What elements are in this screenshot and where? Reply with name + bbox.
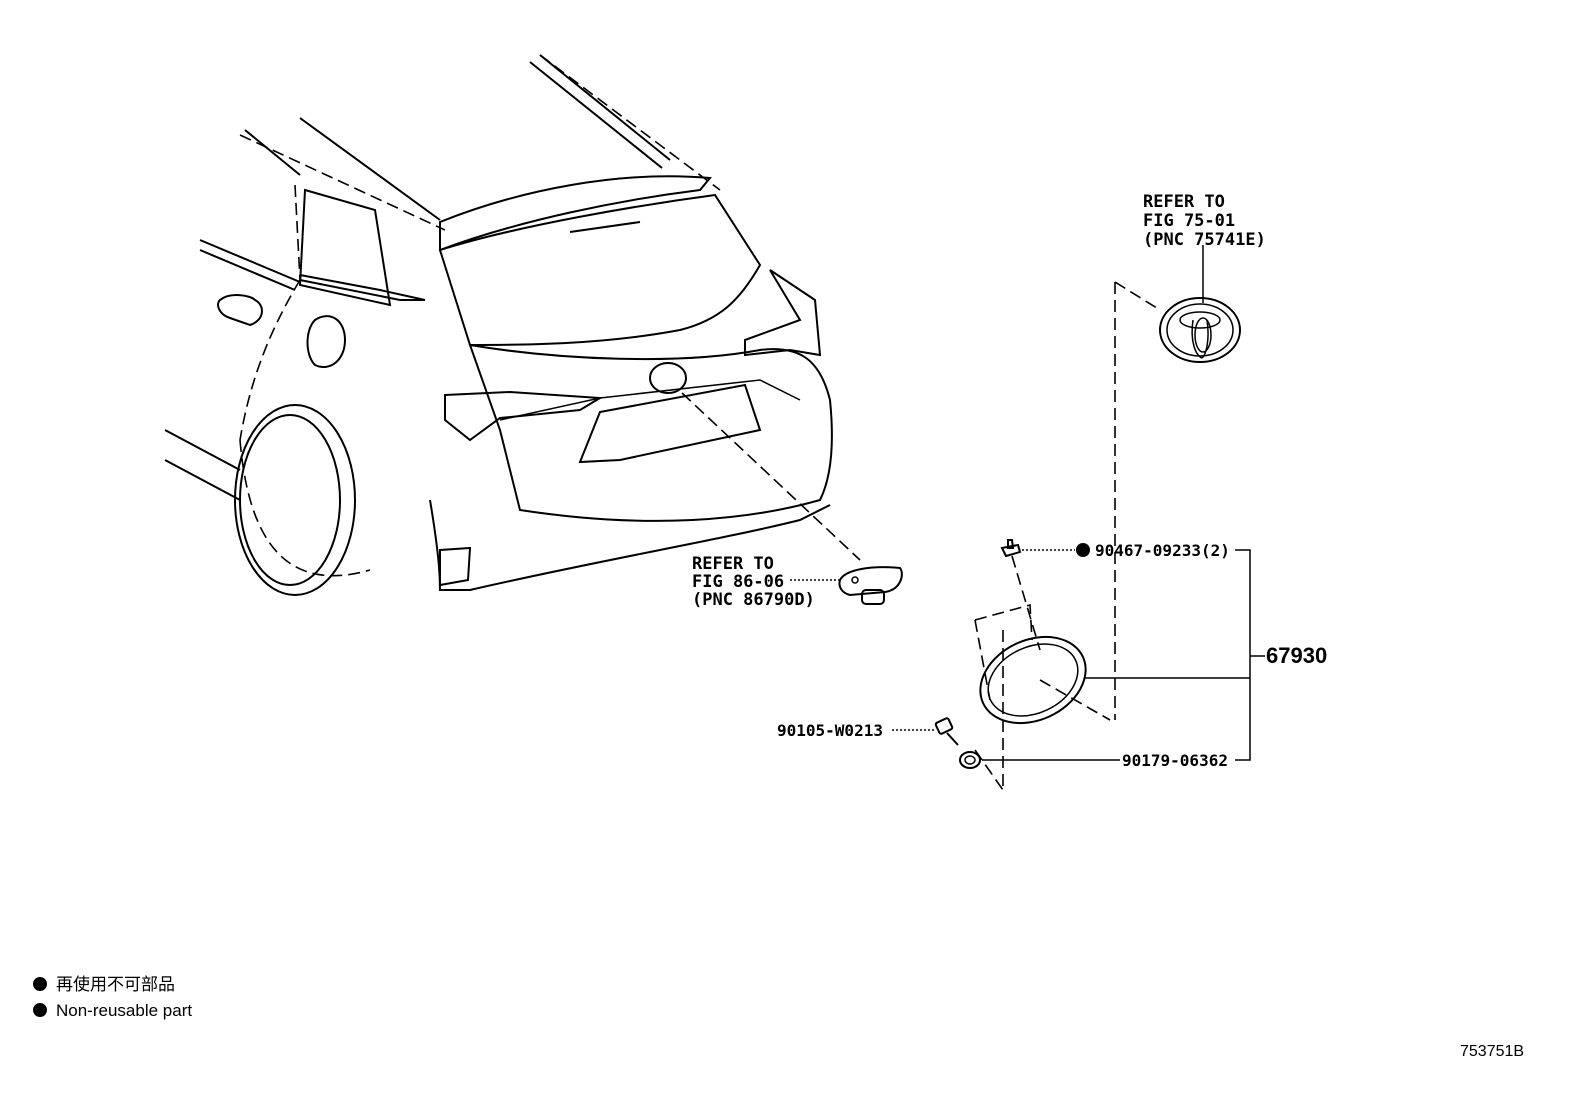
screw-part	[934, 717, 959, 746]
garnish-assembly	[974, 603, 1111, 725]
emblem-leader	[1114, 281, 1161, 311]
camera-ref-line-2: FIG 86-06	[692, 572, 784, 592]
camera-ref-line-1: REFER TO	[692, 554, 774, 574]
legend-bullet-jp	[33, 977, 47, 991]
clip-part	[1000, 539, 1022, 558]
back-camera-part	[838, 566, 903, 605]
nut-part	[959, 751, 981, 769]
camera-leader	[681, 392, 861, 561]
clip-leader-down	[1011, 555, 1041, 651]
legend-bullet-en	[33, 1003, 47, 1017]
part-number-clip: 90467-09233(2)	[1095, 541, 1230, 560]
emblem-part	[1159, 297, 1241, 363]
part-number-screw: 90105-W0213	[777, 721, 883, 740]
emblem-ref-line-3: (PNC 75741E)	[1143, 230, 1266, 250]
emblem-ref-line-2: FIG 75-01	[1143, 211, 1235, 231]
camera-ref-line-3: (PNC 86790D)	[692, 590, 815, 610]
part-number-nut: 90179-06362	[1122, 751, 1228, 770]
part-number-assembly: 67930	[1266, 643, 1327, 668]
legend-text-en: Non-reusable part	[56, 1001, 192, 1020]
legend-text-jp: 再使用不可部品	[56, 974, 175, 994]
vehicle-rear-view	[164, 54, 833, 596]
non-reusable-mark	[1076, 543, 1090, 557]
emblem-ref-line-1: REFER TO	[1143, 192, 1225, 212]
assembly-bracket	[1235, 549, 1251, 761]
figure-id: 753751B	[1460, 1043, 1524, 1060]
nut-leader	[974, 749, 1004, 791]
